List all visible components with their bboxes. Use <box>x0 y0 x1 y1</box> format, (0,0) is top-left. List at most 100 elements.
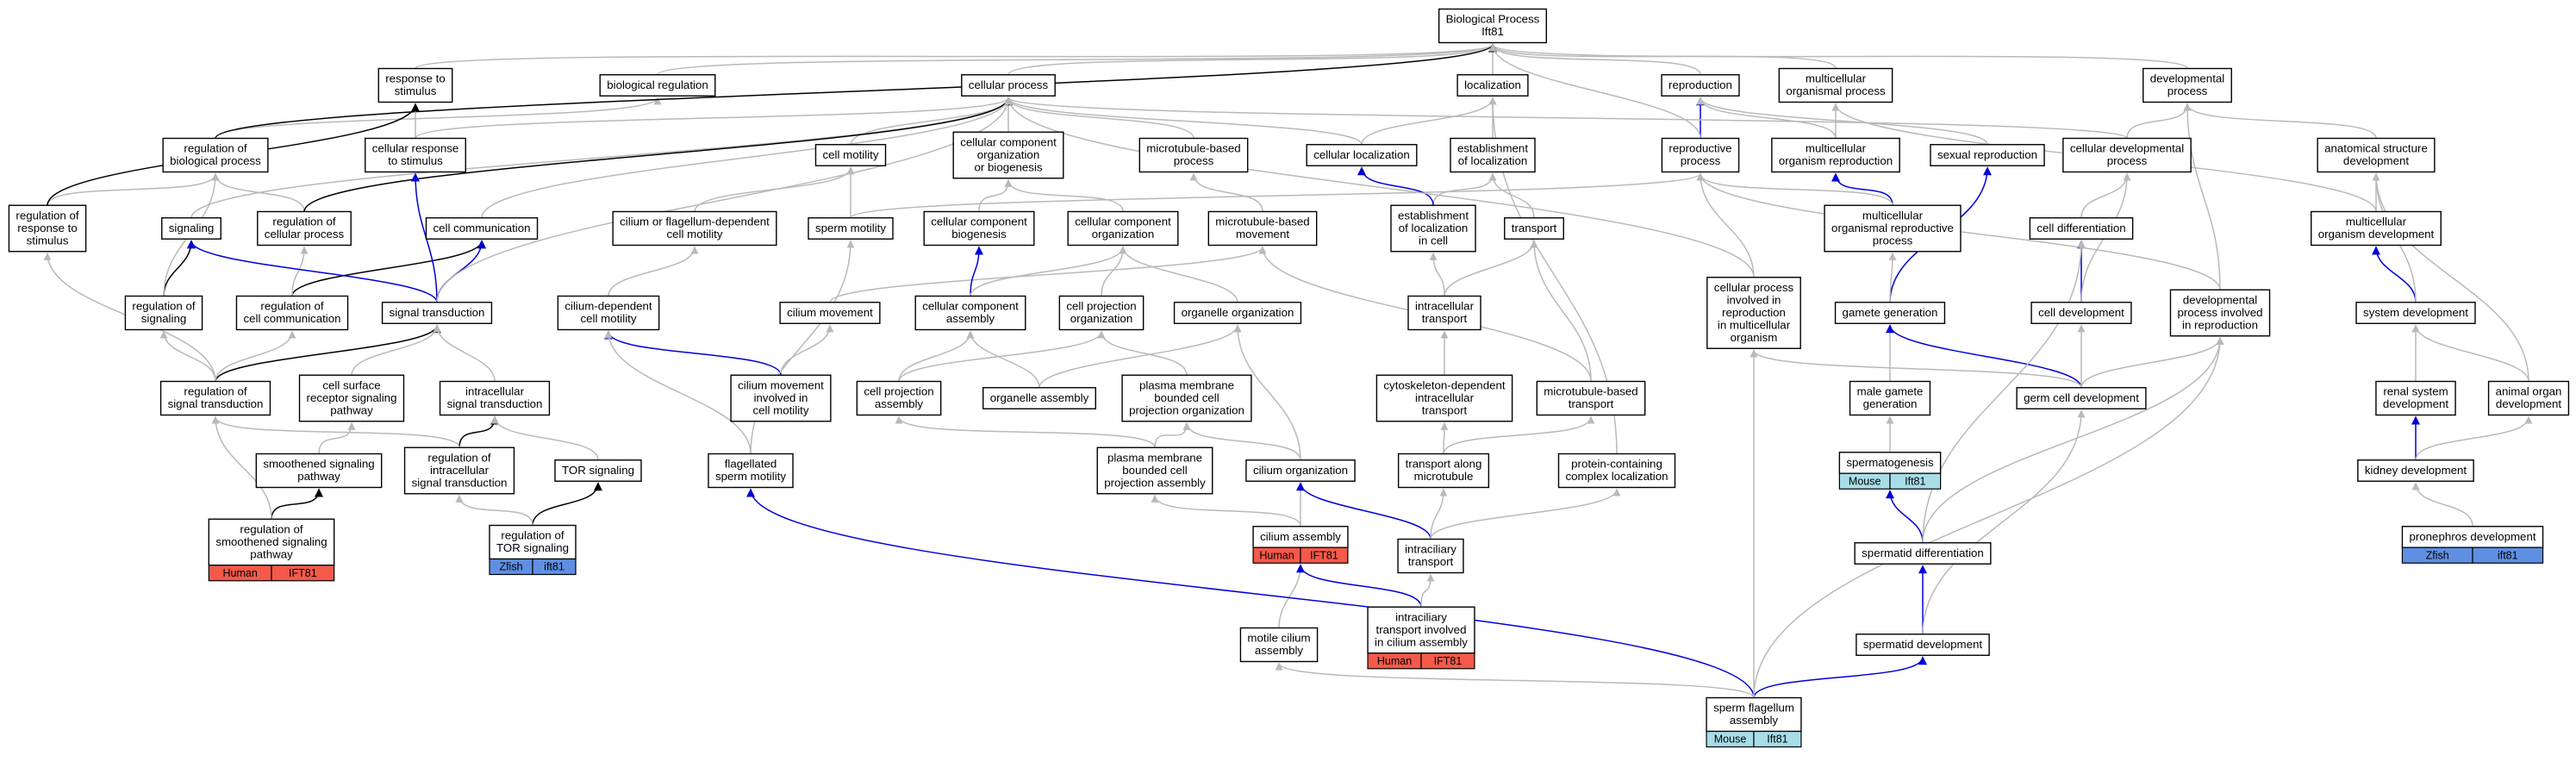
go-term-node: biological regulation <box>599 74 716 97</box>
go-term-box <box>1661 74 1740 97</box>
is-a-edge <box>291 240 486 297</box>
go-term-label: sperm motility <box>715 470 786 483</box>
go-term-box <box>1096 446 1213 495</box>
is-a-edge <box>970 246 983 297</box>
go-term-label: bounded cell <box>1122 464 1187 477</box>
go-term-label: involved in <box>1727 293 1781 306</box>
go-term-box <box>814 144 887 166</box>
go-term-node: spermatid differentiation <box>1854 542 1992 565</box>
is-a-edge <box>829 246 1267 303</box>
is-a-edge <box>1696 97 1837 139</box>
go-term-box <box>1854 542 1992 565</box>
go-term-box <box>162 137 269 173</box>
annotation-species: Mouse <box>1849 475 1881 487</box>
is-a-edge <box>211 415 272 520</box>
go-term-box <box>159 380 271 416</box>
go-term-label: signal transduction <box>168 397 264 410</box>
go-term-label: cellular component <box>931 215 1027 228</box>
go-term-box <box>1397 538 1464 574</box>
go-term-box <box>489 524 577 560</box>
go-term-box <box>808 217 894 240</box>
go-term-label: regulation of <box>272 215 335 228</box>
go-term-label: cellular component <box>960 135 1057 148</box>
go-term-box <box>961 74 1056 97</box>
go-term-label: intracellular <box>1415 391 1475 404</box>
go-term-node: organelle organization <box>1173 302 1302 324</box>
go-term-label: establishment <box>1457 142 1528 155</box>
go-term-label: transport <box>1422 403 1468 416</box>
go-term-label: TOR signaling <box>496 541 569 554</box>
is-a-edge <box>436 97 1013 303</box>
go-term-box <box>1849 380 1931 416</box>
go-term-label: microtubule-based <box>1544 385 1637 398</box>
go-term-label: process <box>1174 154 1214 167</box>
is-a-edge <box>433 324 496 382</box>
is-a-edge <box>211 172 305 212</box>
annotation-gene: IFT81 <box>289 567 317 579</box>
is-a-edge <box>2411 482 2473 527</box>
is-a-edge <box>215 97 662 139</box>
annotation-gene: IFT81 <box>1310 549 1338 561</box>
is-a-edge <box>1888 252 1897 303</box>
is-a-edge <box>215 324 441 382</box>
go-term-label: flagellated <box>725 458 777 471</box>
go-term-box <box>2143 67 2232 103</box>
is-a-edge <box>1530 240 1592 382</box>
go-term-label: signaling <box>169 222 215 234</box>
is-a-edge <box>604 330 752 454</box>
is-a-edge <box>1039 324 1242 388</box>
go-term-box <box>2062 137 2192 173</box>
go-term-label: Biological Process <box>1446 13 1540 26</box>
is-a-edge <box>1831 172 1893 206</box>
go-term-label: cilium-dependent <box>564 300 652 313</box>
is-a-edge <box>215 43 1497 139</box>
go-term-box <box>554 459 642 482</box>
go-term-box <box>377 67 453 103</box>
go-term-node: spermatid development <box>1856 634 1990 656</box>
go-term-box <box>730 374 832 422</box>
go-term-label: regulation of <box>132 300 195 313</box>
go-term-label: sperm flagellum <box>1713 702 1794 715</box>
go-term-node: organelle assembly <box>982 387 1096 409</box>
go-term-label: cellular process <box>1714 281 1794 294</box>
annotation-species: Human <box>1377 655 1412 667</box>
go-term-label: protein-containing <box>1571 458 1662 471</box>
is-a-edge <box>1151 494 1301 527</box>
go-term-label: renal system <box>2383 385 2448 398</box>
go-term-box <box>1252 526 1349 548</box>
go-term-label: process <box>1681 154 1721 167</box>
is-a-edge <box>2183 103 2221 290</box>
go-term-label: intraciliary <box>1395 610 1447 623</box>
go-term-label: regulation of <box>184 385 246 398</box>
go-term-label: cellular developmental <box>2070 142 2184 155</box>
go-term-label: intracellular <box>1415 300 1475 313</box>
go-term-label: motile cilium <box>1247 632 1310 645</box>
go-term-label: in multicellular <box>1718 318 1791 331</box>
is-a-edge <box>2415 415 2533 460</box>
go-term-node: transport <box>1504 217 1564 240</box>
go-term-label: bounded cell <box>1154 391 1219 404</box>
annotation-species: Zfish <box>2426 549 2449 561</box>
go-term-box <box>1930 144 2045 166</box>
go-term-label: regulation of <box>260 300 323 313</box>
is-a-edge <box>1189 172 1263 212</box>
is-a-edge <box>1696 172 1755 278</box>
go-term-label: biological regulation <box>607 78 708 91</box>
annotation-gene-cell <box>1889 472 1942 490</box>
go-term-label: plasma membrane <box>1107 451 1202 464</box>
go-term-label: germ cell development <box>2024 391 2139 404</box>
go-term-label: anatomical structure <box>2324 142 2428 155</box>
go-term-label: intracellular <box>430 464 490 477</box>
